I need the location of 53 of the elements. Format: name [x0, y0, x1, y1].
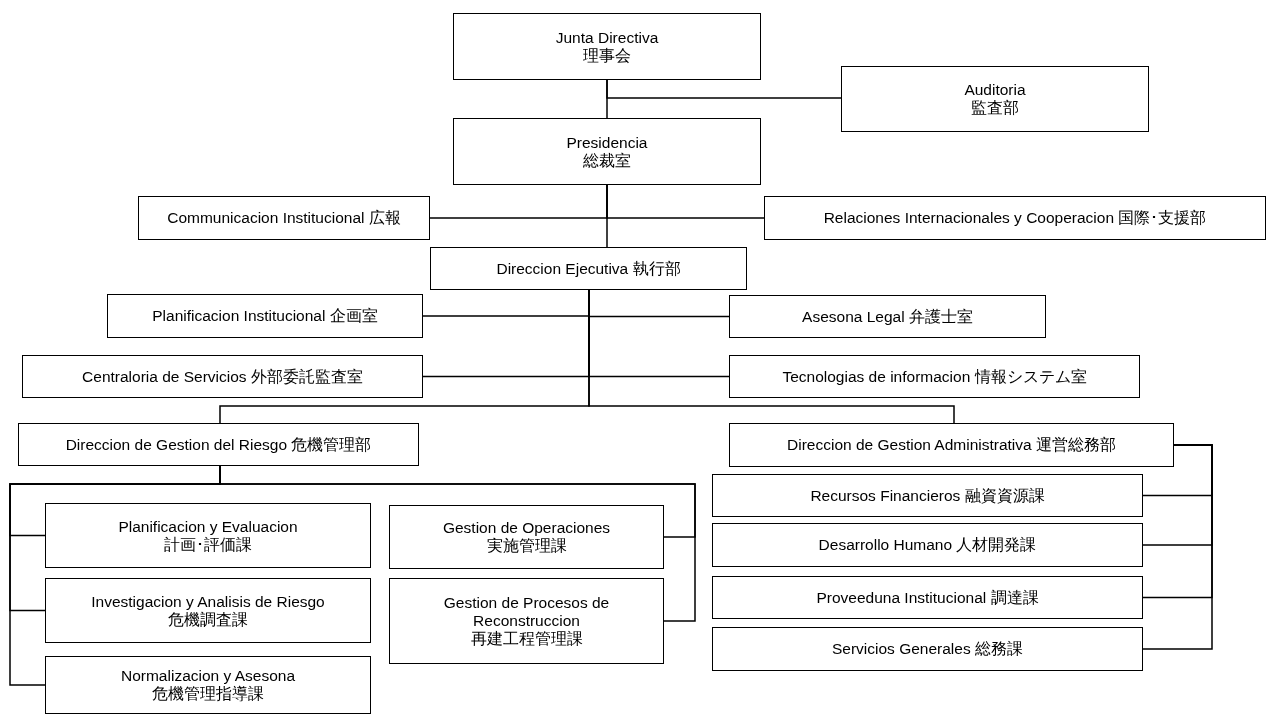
- unit-subtitle: 実施管理課: [486, 537, 567, 555]
- org-box: [729, 295, 1046, 338]
- unit-name: Asesona Legal 弁護士室: [802, 307, 973, 326]
- unit-name: Presidencia: [566, 133, 648, 152]
- org-box: [453, 118, 761, 185]
- unit-name: Direccion de Gestion del Riesgo 危機管理部: [65, 435, 372, 454]
- org-box: [45, 503, 371, 568]
- unit-name: Direccion de Gestion Administrativa 運営総務部: [787, 436, 1116, 454]
- unit-name: Planificacion Institucional 企画室: [152, 307, 378, 325]
- org-box: [729, 355, 1140, 398]
- connector-line: [1142, 444, 1213, 650]
- unit-subtitle: 危機調査課: [168, 610, 248, 629]
- unit-name: Proveeduna Institucional 調達課: [816, 588, 1039, 607]
- org-box: [712, 576, 1143, 619]
- unit-subtitle: 総裁室: [583, 151, 631, 170]
- unit-name: Direccion Ejecutiva 執行部: [496, 259, 681, 278]
- unit-name: Gestion de Procesos de Reconstruccion: [442, 594, 611, 630]
- org-box: [45, 656, 371, 714]
- unit-name: Recursos Financieros 融資資源課: [810, 486, 1045, 505]
- org-box: [712, 627, 1143, 671]
- org-box: [841, 66, 1149, 132]
- org-box: [18, 423, 419, 466]
- connector-line: [606, 79, 608, 119]
- unit-name: Planificacion y Evaluacion: [118, 517, 298, 536]
- org-box: [389, 578, 664, 664]
- unit-name: Relaciones Internacionales y Cooperacion 国際･支援部: [823, 209, 1207, 227]
- org-box: [22, 355, 423, 398]
- unit-name: Junta Directiva: [555, 28, 659, 47]
- unit-name: Auditoria: [964, 81, 1026, 99]
- org-box: [712, 523, 1143, 567]
- unit-name: Gestion de Operaciones: [442, 519, 611, 537]
- org-box: [138, 196, 430, 240]
- org-box: [764, 196, 1266, 240]
- unit-subtitle: 再建工程管理課: [470, 630, 583, 648]
- unit-subtitle: 危機管理指導課: [152, 685, 264, 703]
- unit-subtitle: 監査部: [971, 99, 1019, 117]
- unit-name: Servicios Generales 総務課: [832, 640, 1023, 658]
- org-box: [430, 247, 747, 290]
- org-box: [712, 474, 1143, 517]
- unit-name: Normalizacion y Asesona: [121, 667, 295, 685]
- unit-name: Centraloria de Servicios 外部委託監査室: [82, 367, 363, 386]
- org-box: [107, 294, 423, 338]
- org-box: [729, 423, 1174, 467]
- unit-subtitle: 計画･評価課: [164, 535, 252, 554]
- unit-name: Investigacion y Analisis de Riesgo: [91, 592, 325, 611]
- unit-subtitle: 理事会: [583, 46, 631, 65]
- org-box: [389, 505, 664, 569]
- unit-name: Desarrollo Humano 人材開発課: [818, 536, 1037, 554]
- org-box: [45, 578, 371, 643]
- unit-name: Communicacion Institucional 広報: [167, 209, 401, 227]
- org-box: [453, 13, 761, 80]
- connector-line: [606, 184, 608, 248]
- unit-name: Tecnologias de informacion 情報システム室: [782, 367, 1087, 386]
